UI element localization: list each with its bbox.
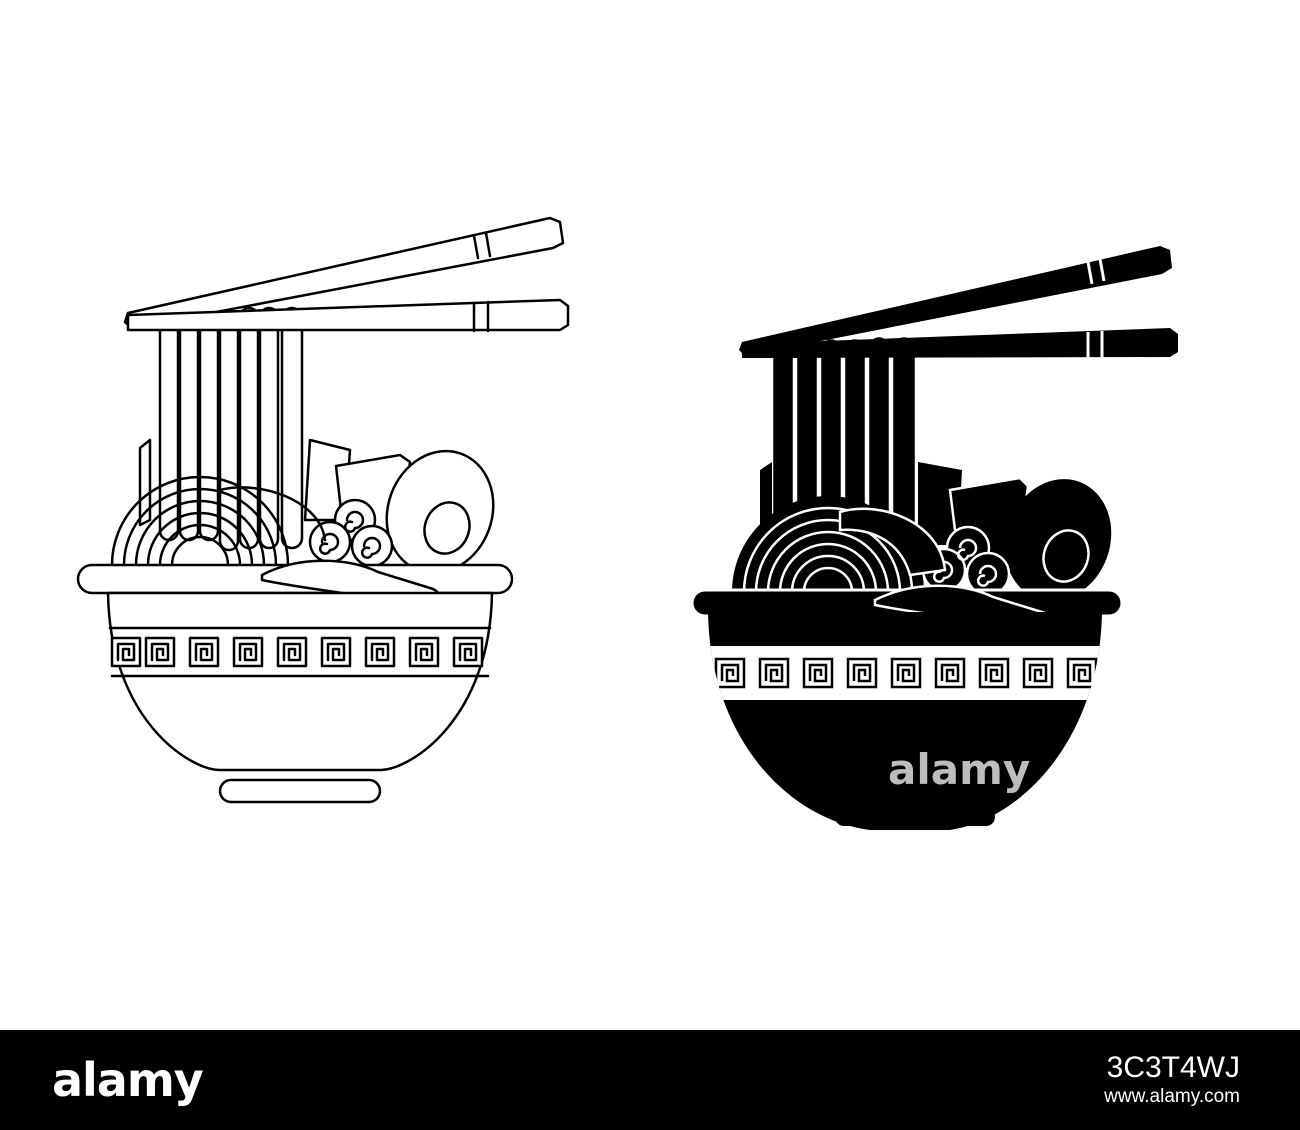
illustration-canvas: alamy	[76, 216, 1178, 830]
watermark-text: alamy	[888, 745, 1030, 794]
footer-bar: alamy 3C3T4WJ www.alamy.com	[0, 1030, 1300, 1130]
silhouette-noodle-coil	[732, 496, 947, 593]
silhouette-ramen-bowl: alamy	[690, 246, 1178, 830]
silhouette-chopsticks	[739, 246, 1178, 358]
outline-greek-key-band	[108, 626, 492, 678]
silhouette-nori-back	[918, 462, 962, 545]
outline-bowl-foot	[218, 778, 382, 804]
silhouette-greek-key-band	[708, 646, 1102, 700]
image-info: 3C3T4WJ www.alamy.com	[1104, 1051, 1240, 1109]
image-id: 3C3T4WJ	[1106, 1051, 1240, 1084]
site-link[interactable]: www.alamy.com	[1104, 1086, 1240, 1107]
outline-bowl-body	[106, 591, 494, 772]
outline-noodle-strands	[158, 306, 304, 552]
outline-ramen-bowl	[76, 216, 570, 804]
brand-logo[interactable]: alamy	[52, 1053, 204, 1107]
silhouette-bowl-foot	[835, 808, 995, 826]
outline-noodle-coil	[110, 475, 327, 567]
silhouette-bowl-body	[708, 612, 1102, 830]
outline-chopsticks	[123, 216, 570, 333]
silhouette-egg-yolk	[1042, 529, 1090, 583]
outline-egg-yolk	[423, 501, 471, 555]
